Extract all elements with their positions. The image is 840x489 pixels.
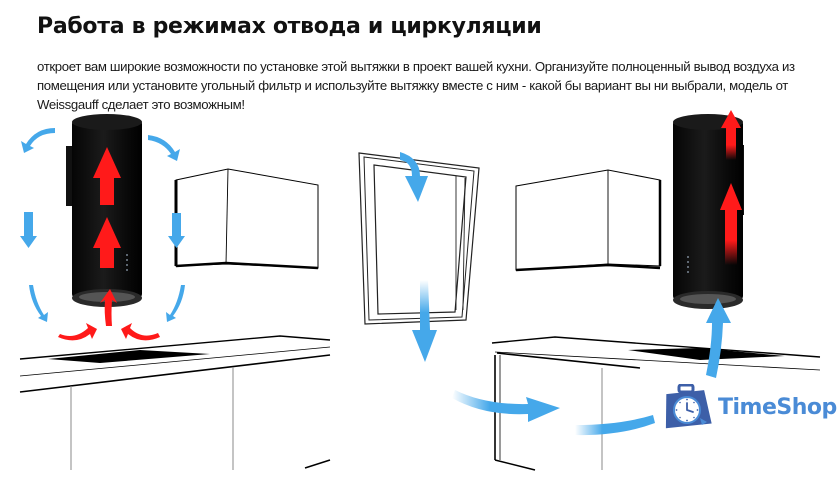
control-panel-icon — [687, 256, 689, 273]
control-panel-icon — [126, 254, 128, 271]
left-countertop — [19, 335, 331, 470]
red-up-arrows — [720, 110, 742, 265]
left-scene — [19, 114, 331, 470]
left-hood-icon — [66, 114, 142, 307]
left-wall-cabinet — [174, 168, 319, 270]
clock-briefcase-icon — [665, 384, 712, 429]
timeshop-watermark: TimeShop — [662, 384, 837, 430]
right-wall-cabinet — [515, 169, 662, 272]
blue-circulation-arrows — [20, 128, 185, 322]
right-cooktop — [628, 348, 785, 360]
right-scene — [452, 110, 821, 471]
page-title: Работа в режимах отвода и циркуляции — [37, 14, 542, 39]
brand-name: TimeShop — [718, 394, 837, 420]
blue-airflow-arrows — [452, 298, 731, 436]
description-text: откроет вам широкие возможности по устан… — [37, 59, 795, 112]
red-up-arrows — [58, 147, 160, 341]
window-airflow-arrows — [400, 152, 437, 362]
window-icon — [358, 152, 480, 325]
left-cooktop — [48, 350, 210, 363]
